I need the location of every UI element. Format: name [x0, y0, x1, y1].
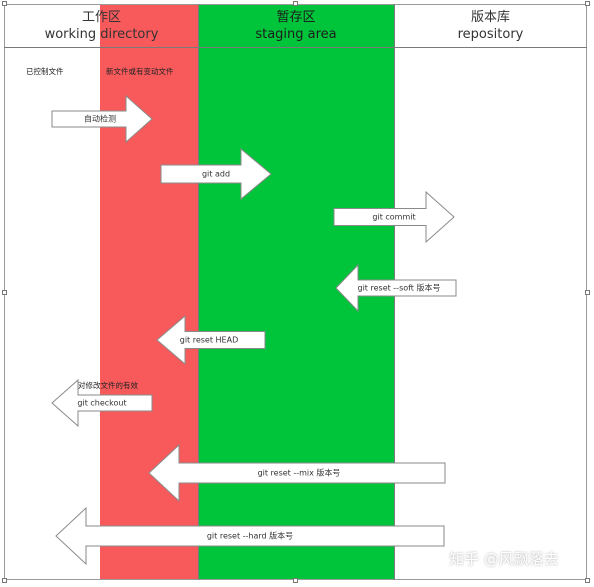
git-checkout-label: git checkout — [77, 398, 127, 408]
staging-area-title-en: staging area — [255, 27, 337, 42]
left-arrow-icon — [51, 378, 153, 428]
staging-area-title-zh: 暂存区 — [276, 10, 316, 25]
resize-handle-middle-right[interactable] — [585, 290, 590, 295]
changed-files-column — [100, 4, 198, 580]
working-directory-header: 工作区 working directory — [4, 4, 199, 47]
git-reset-hard-label: git reset --hard 版本号 — [206, 531, 294, 541]
left-arrow-icon — [148, 443, 446, 503]
header-divider — [4, 47, 587, 48]
staging-area-header: 暂存区 staging area — [198, 4, 394, 47]
watermark: 知乎 @风飘落去 — [449, 550, 559, 568]
git-reset-head-label: git reset HEAD — [179, 335, 239, 345]
auto-detect-label: 自动检测 — [84, 114, 116, 124]
working-directory-title-en: working directory — [44, 27, 159, 42]
git-commit-label: git commit — [372, 212, 416, 222]
resize-handle-bottom-right[interactable] — [585, 578, 590, 583]
resize-handle-middle-left[interactable] — [2, 290, 7, 295]
resize-handle-top-center[interactable] — [293, 1, 298, 6]
left-arrow-icon — [156, 314, 266, 366]
tracked-files-label: 已控制文件 — [26, 67, 64, 76]
left-arrow-icon — [55, 506, 445, 566]
repository-title-en: repository — [457, 27, 524, 42]
left-arrow-icon — [335, 263, 457, 313]
effective-on-modified-label: 对修改文件的有效 — [78, 381, 138, 390]
repository-header: 版本库 repository — [394, 4, 587, 47]
divider-work-stage — [198, 4, 199, 580]
right-arrow-icon — [51, 94, 153, 144]
resize-handle-bottom-left[interactable] — [2, 578, 7, 583]
right-arrow-icon — [160, 147, 272, 201]
repository-title-zh: 版本库 — [470, 10, 510, 25]
git-add-label: git add — [201, 169, 231, 179]
resize-handle-top-left[interactable] — [2, 1, 7, 6]
right-arrow-icon — [333, 190, 455, 244]
new-or-changed-files-label: 新文件或有变动文件 — [106, 67, 174, 76]
git-reset-soft-label: git reset --soft 版本号 — [357, 283, 441, 293]
working-directory-title-zh: 工作区 — [81, 10, 121, 25]
resize-handle-top-right[interactable] — [585, 1, 590, 6]
resize-handle-bottom-center[interactable] — [293, 578, 298, 583]
git-reset-mix-label: git reset --mix 版本号 — [257, 468, 341, 478]
